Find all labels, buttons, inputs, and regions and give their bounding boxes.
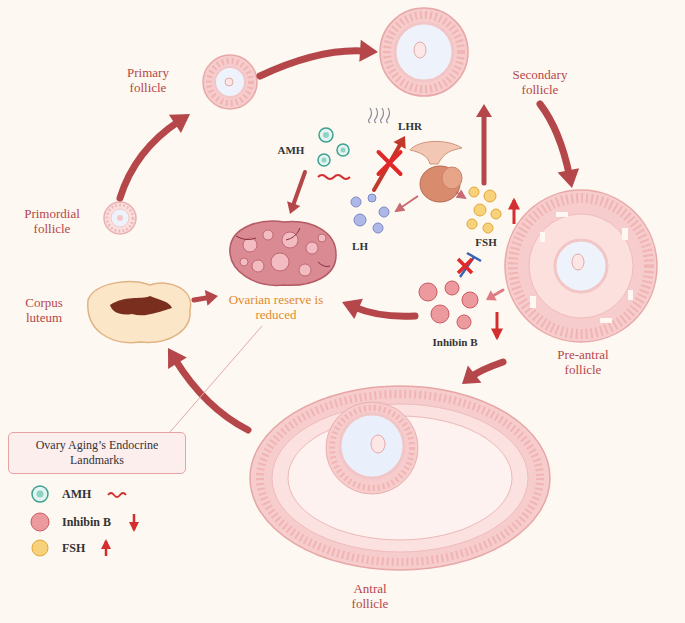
node-text: Primordial follicle <box>14 206 90 236</box>
inhibin-b-molecules <box>419 281 478 329</box>
arrow-head <box>169 114 190 133</box>
node-text: Ovary Aging’s Endocrine Landmarks <box>32 438 162 468</box>
lh-molecules <box>351 194 389 233</box>
follicle-stage-label: Antral follicle <box>248 384 554 613</box>
node-text: Secondary follicle <box>500 67 580 97</box>
connector-line <box>540 104 569 176</box>
callout-box: Ovary Aging’s Endocrine Landmarks <box>8 432 186 474</box>
node-text: FSH <box>475 235 496 250</box>
primary-follicle-drawing <box>203 55 257 109</box>
legend-samples <box>31 486 134 556</box>
flow-arrow <box>287 172 305 214</box>
follicle-stage-label: Primordial follicle <box>12 198 142 242</box>
connector-line <box>374 143 401 190</box>
arrow-head <box>476 104 492 117</box>
arrow-head <box>393 136 405 149</box>
node-text: Corpus luteum <box>14 295 74 325</box>
node-text: Antral follicle <box>335 581 405 611</box>
follicle-stage-label: Primary follicle <box>111 52 260 114</box>
legend-text: FSH <box>62 541 85 556</box>
follicle-stage-label: Secondary follicle <box>378 6 582 104</box>
arrow-head <box>342 299 363 319</box>
flow-arrow <box>260 40 378 76</box>
connector-line <box>471 362 503 377</box>
hormone-label: LH <box>346 190 396 256</box>
decrease-arrow-symbol <box>496 312 499 338</box>
node-text: Ovarian reserve is reduced <box>220 292 332 322</box>
pituitary-gland-drawing <box>410 141 462 202</box>
connector-line <box>482 113 487 183</box>
connector-line <box>354 307 415 316</box>
node-text: AMH <box>278 143 305 158</box>
arrow-head <box>558 168 580 188</box>
flow-arrow <box>374 136 406 190</box>
corpus-luteum-drawing <box>88 282 191 343</box>
decline-wave-symbol <box>318 175 350 179</box>
ovary-drawing <box>230 221 336 285</box>
flow-arrow <box>486 290 503 301</box>
arrow-head <box>168 348 187 369</box>
fsh-molecules <box>467 187 501 233</box>
primordial-follicle-drawing <box>104 202 136 234</box>
hormone-label: FSH <box>462 183 504 252</box>
legend-text: Inhibin B <box>62 515 111 530</box>
flow-arrow <box>342 299 415 319</box>
leader-line <box>170 326 262 432</box>
amh-molecules <box>318 128 349 166</box>
arrow-head <box>359 40 378 62</box>
antral-follicle-drawing <box>250 386 550 570</box>
node-text: LH <box>352 239 368 254</box>
follicle-stage-label: Pre-antral follicle <box>503 188 663 380</box>
connector-line <box>293 172 305 207</box>
arrow-head <box>486 290 497 300</box>
receptor-label: LHR <box>392 116 428 136</box>
flow-arrow <box>120 114 190 198</box>
connector-line <box>175 359 248 430</box>
node-text: Primary follicle <box>113 65 183 95</box>
node-text: Pre-antral follicle <box>543 347 623 377</box>
secondary-follicle-drawing <box>380 8 468 96</box>
node-text: LHR <box>398 119 422 134</box>
increase-arrow-symbol <box>513 200 516 224</box>
arrow-head <box>462 365 481 384</box>
inhibition-symbol <box>458 253 481 277</box>
connector-line <box>170 326 262 432</box>
flow-arrow <box>540 104 579 188</box>
arrow-head <box>205 290 218 306</box>
hormone-release-arrows <box>396 192 465 211</box>
corpus-luteum-label: Corpus luteum <box>12 278 194 348</box>
flow-arrow <box>194 290 218 306</box>
block-cross-symbol <box>379 152 401 174</box>
connector-line <box>260 51 365 76</box>
legend-text: AMH <box>62 487 91 502</box>
hormone-label: Inhibin B <box>415 278 486 352</box>
flow-arrow <box>462 362 503 384</box>
flow-arrow <box>476 104 492 183</box>
node-text: Inhibin B <box>433 335 478 350</box>
flow-arrow <box>168 348 248 430</box>
hormone-label: AMH <box>272 126 350 172</box>
ovary-status-label: Ovarian reserve is reduced <box>218 214 342 326</box>
connector-line <box>120 121 179 198</box>
lh-receptor-symbol <box>369 108 390 123</box>
arrow-head <box>287 201 300 214</box>
pre-antral-follicle-drawing <box>505 190 657 342</box>
